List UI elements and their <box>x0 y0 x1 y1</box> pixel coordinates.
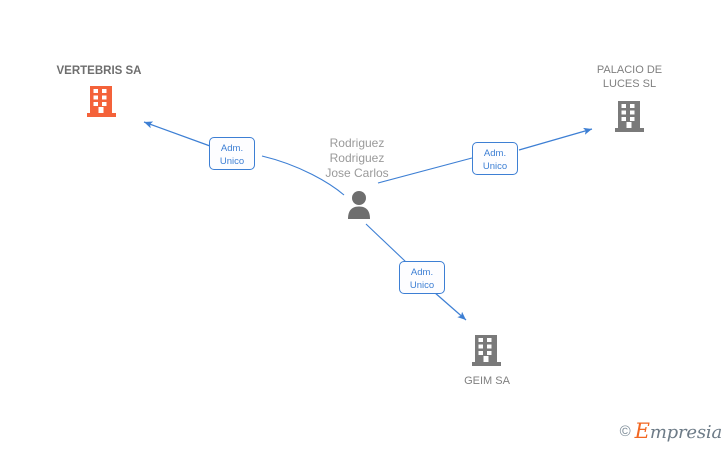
edge-rel-geim-to-geim <box>433 291 467 321</box>
brand-rest: mpresia <box>649 422 722 443</box>
company-node-vertebris-sa[interactable] <box>87 85 117 123</box>
person-node[interactable] <box>345 190 373 225</box>
brand-name: Empresia <box>634 419 723 443</box>
edge-rel-vertebris-to-vertebris <box>143 121 211 147</box>
relation-label-palacio[interactable]: Adm. Unico <box>472 142 518 175</box>
brand-initial: E <box>634 419 650 443</box>
company-label-vertebris-sa: VERTEBRIS SA <box>56 65 142 77</box>
building-icon <box>472 335 501 366</box>
person-icon <box>348 191 370 219</box>
company-label-palacio-de-luces-sl: PALACIO DE LUCES SL <box>596 64 663 90</box>
person-name-label: Rodriguez Rodriguez Jose Carlos <box>325 136 389 180</box>
edge-person-to-rel-geim <box>365 223 407 263</box>
edge-rel-palacio-to-palacio <box>518 127 593 151</box>
company-node-palacio-de-luces-sl[interactable] <box>615 100 645 138</box>
company-label-geim-sa: GEIM SA <box>464 375 510 387</box>
watermark: © Empresia <box>619 419 723 443</box>
company-node-geim-sa[interactable] <box>472 334 502 372</box>
building-icon <box>615 101 644 132</box>
building-icon <box>87 86 116 117</box>
relation-label-vertebris[interactable]: Adm. Unico <box>209 137 255 170</box>
relation-label-geim[interactable]: Adm. Unico <box>399 261 445 294</box>
copyright-icon: © <box>619 423 631 440</box>
